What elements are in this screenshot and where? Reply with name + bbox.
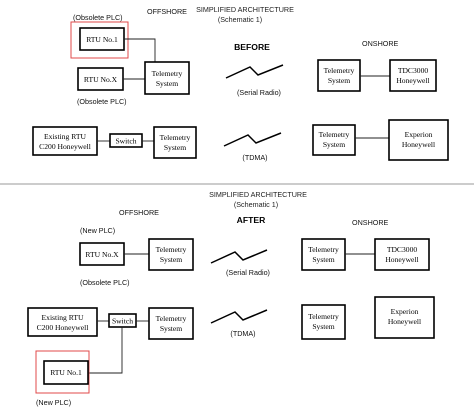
telemetry2-line1: Telemetry [160, 133, 191, 142]
after-tdc3000-line1: TDC3000 [387, 245, 418, 254]
rtu1-highlight [70, 21, 129, 59]
after-onshore-telemetry2-line2: System [312, 322, 334, 331]
after-telemetry1-box [148, 238, 194, 271]
experion-line1: Experion [405, 130, 433, 139]
after-existing-rtu-line1: Existing RTU [42, 313, 84, 322]
telemetry2-box [153, 126, 197, 159]
after-telemetry2-line2: System [160, 324, 182, 333]
after-obsolete-plc-label: (Obsolete PLC) [80, 278, 130, 287]
obsolete-plc-top-label: (Obsolete PLC) [73, 13, 123, 22]
after-rtu1-highlight [35, 350, 90, 394]
experion-line2: Honeywell [402, 140, 435, 149]
after-switch-box [108, 313, 137, 328]
onshore-telemetry2-line2: System [323, 140, 345, 149]
after-telemetry1-line2: System [160, 255, 182, 264]
existing-rtu-line1: Existing RTU [44, 132, 86, 141]
tdma-label: (TDMA) [242, 153, 267, 162]
serial-radio-link-icon [225, 64, 284, 79]
after-serial-radio-link-icon [210, 249, 268, 264]
tdc3000-box [389, 59, 437, 92]
after-onshore-telemetry1-line2: System [312, 255, 334, 264]
onshore-telemetry1-line1: Telemetry [324, 66, 355, 75]
after-telemetry2-box [148, 307, 194, 340]
after-offshore-label: OFFSHORE [119, 208, 159, 217]
after-tdma-link-icon [210, 309, 268, 324]
telemetry1-line1: Telemetry [152, 69, 183, 78]
after-existing-rtu-box [27, 307, 98, 337]
experion-box [388, 119, 449, 161]
onshore-telemetry1-box [317, 59, 361, 92]
tdc3000-line1: TDC3000 [398, 66, 429, 75]
onshore-telemetry1-line2: System [328, 76, 350, 85]
serial-radio-label: (Serial Radio) [237, 88, 281, 97]
after-onshore-telemetry1-box [301, 238, 346, 271]
rtu1-label: RTU No.1 [86, 35, 118, 44]
after-rtux-label: RTU No.X [85, 250, 119, 259]
after-tdma-label: (TDMA) [230, 329, 255, 338]
after-experion-line1: Experion [391, 307, 419, 316]
after-section: SIMPLIFIED ARCHITECTURE (Schematic 1) AF… [27, 190, 435, 407]
telemetry1-box [144, 61, 190, 95]
existing-rtu-line2: C200 Honeywell [39, 142, 91, 151]
after-rtu1-box [43, 360, 89, 385]
after-tdc3000-box [374, 238, 430, 271]
before-heading-line2: (Schematic 1) [218, 15, 262, 24]
after-switch-label: Switch [112, 317, 133, 326]
after-experion-line2: Honeywell [388, 317, 421, 326]
after-rtu1-link [88, 327, 123, 374]
new-plc-top-label: (New PLC) [80, 226, 115, 235]
rtu1-link [124, 38, 156, 62]
onshore-telemetry2-line1: Telemetry [319, 130, 350, 139]
after-onshore-telemetry2-box [301, 304, 346, 340]
after-telemetry1-line1: Telemetry [156, 245, 187, 254]
switch-box [109, 133, 143, 148]
after-tdc3000-line2: Honeywell [385, 255, 418, 264]
before-onshore-label: ONSHORE [362, 39, 399, 48]
onshore-telemetry2-box [312, 124, 356, 156]
telemetry2-line2: System [164, 143, 186, 152]
after-telemetry2-line1: Telemetry [156, 314, 187, 323]
telemetry1-line2: System [156, 79, 178, 88]
obsolete-plc-bottom-label: (Obsolete PLC) [77, 97, 127, 106]
switch-label: Switch [115, 137, 136, 146]
after-heading-line1: SIMPLIFIED ARCHITECTURE [209, 190, 307, 199]
before-offshore-label: OFFSHORE [147, 7, 187, 16]
tdc3000-line2: Honeywell [396, 76, 429, 85]
after-existing-rtu-line2: C200 Honeywell [37, 323, 89, 332]
before-section: SIMPLIFIED ARCHITECTURE (Schematic 1) BE… [32, 5, 449, 162]
after-experion-box [374, 296, 435, 339]
after-serial-radio-label: (Serial Radio) [226, 268, 270, 277]
after-rtu1-label: RTU No.1 [50, 368, 82, 377]
rtux-label: RTU No.X [84, 75, 118, 84]
after-stage-title: AFTER [237, 215, 266, 225]
after-onshore-telemetry1-line1: Telemetry [308, 245, 339, 254]
tdma-link-icon [223, 132, 282, 147]
after-onshore-telemetry2-line1: Telemetry [308, 312, 339, 321]
before-heading-line1: SIMPLIFIED ARCHITECTURE [196, 5, 294, 14]
after-onshore-label: ONSHORE [352, 218, 389, 227]
before-stage-title: BEFORE [234, 42, 270, 52]
new-plc-bottom-label: (New PLC) [36, 398, 71, 407]
after-heading-line2: (Schematic 1) [234, 200, 278, 209]
